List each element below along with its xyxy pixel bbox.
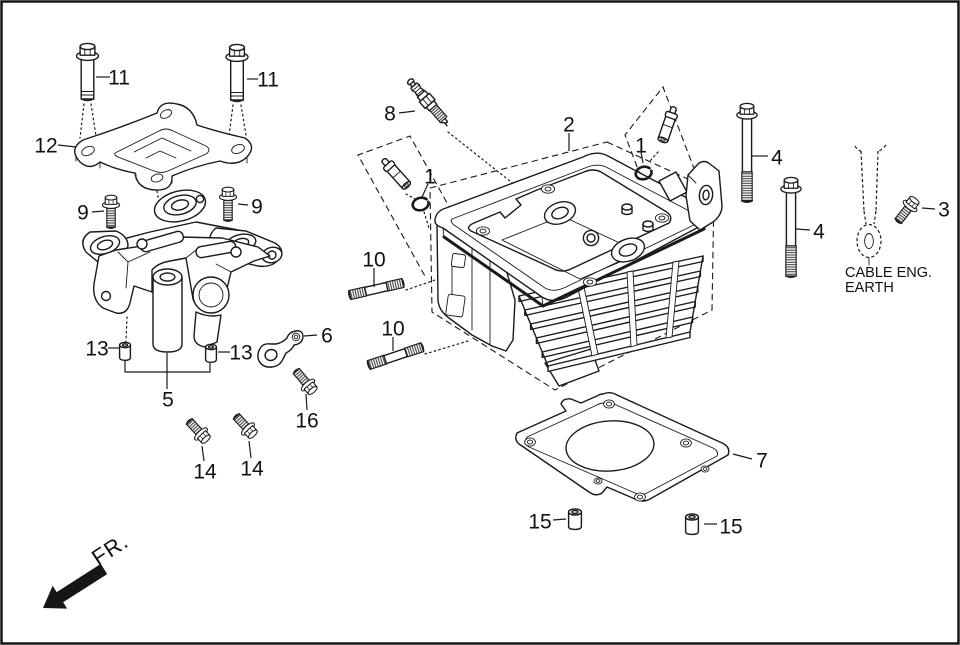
callout-label: 14: [240, 458, 264, 481]
callout-10-upper: 10: [362, 249, 386, 287]
part-1-valve-guide-left: [377, 154, 414, 192]
callout-13-left: 13: [85, 338, 119, 361]
part-13-bushing-right: [204, 343, 218, 363]
callout-13-right: 13: [218, 342, 253, 365]
callout-8: 8: [384, 103, 416, 126]
part-9-bolt-right: [218, 186, 238, 222]
part-11-bolt-right: [225, 43, 249, 103]
callout-1-right: 1: [635, 135, 647, 164]
callout-1-left: 1: [421, 166, 436, 198]
fr-arrow-icon: [43, 563, 108, 609]
part-3-bolt: [894, 192, 923, 225]
callout-11-left: 11: [96, 67, 130, 90]
part-12-head-cover-plate: [74, 102, 253, 191]
part-2-cylinder-head: [434, 152, 723, 387]
callout-label: 5: [162, 389, 174, 412]
callout-3: 3: [921, 199, 950, 222]
callout-label: 1: [635, 135, 647, 158]
fr-label: FR.: [87, 528, 133, 570]
callout-label: 11: [257, 69, 279, 92]
callout-label: 1: [424, 166, 436, 189]
callout-4-upper: 4: [752, 147, 783, 170]
callout-6: 6: [303, 325, 333, 348]
part-14-bolt-left: [185, 418, 215, 448]
callout-label: 11: [108, 67, 130, 90]
callout-5: 5: [124, 353, 211, 412]
fr-direction-indicator: FR.: [43, 528, 133, 609]
callout-label: 3: [938, 199, 950, 222]
callout-14-right: 14: [240, 440, 264, 481]
callout-12: 12: [34, 135, 77, 158]
callout-label: 16: [295, 410, 318, 433]
callout-2: 2: [563, 114, 575, 151]
callout-label: 2: [563, 114, 575, 137]
callout-label: 13: [85, 338, 108, 361]
part-14-bolt-right: [232, 413, 262, 443]
callout-7: 7: [732, 450, 768, 473]
part-11-bolt-left: [75, 42, 100, 102]
part-6-guide-plate: [257, 330, 304, 368]
part-1-valve-guide-right: [655, 104, 681, 145]
part-16-bolt: [292, 367, 321, 399]
part-10-stud-lower: [366, 342, 425, 371]
part-10-stud-upper: [348, 277, 405, 301]
part-4-bolt-upper: [736, 102, 758, 203]
engine-earth-cable: CABLE ENG. EARTH: [845, 144, 932, 296]
callout-label: 8: [384, 103, 396, 126]
callout-9-right: 9: [237, 196, 263, 219]
part-7-head-gasket: [515, 392, 730, 502]
callout-label: 4: [813, 221, 825, 244]
callout-15-left: 15: [528, 511, 567, 534]
callouts: 11 11 12 9 9 13 13 5: [34, 67, 950, 539]
callout-label: 13: [229, 342, 252, 365]
callout-11-right: 11: [247, 69, 279, 92]
part-15-dowel-right: [684, 513, 700, 536]
cable-earth-label-line2: EARTH: [845, 280, 894, 296]
part-13-bushing-left: [118, 341, 132, 361]
callout-label: 14: [193, 461, 217, 484]
callout-14-left: 14: [193, 445, 217, 484]
callout-15-right: 15: [704, 516, 743, 539]
callout-label: 12: [34, 135, 57, 158]
callout-9-left: 9: [77, 202, 105, 225]
callout-label: 15: [528, 511, 551, 534]
part-4-bolt-lower: [780, 176, 802, 278]
callout-4-lower: 4: [795, 221, 825, 244]
callout-16: 16: [295, 393, 319, 433]
callout-label: 15: [719, 516, 742, 539]
callout-label: 10: [362, 249, 385, 272]
callout-label: 6: [321, 325, 333, 348]
callout-label: 9: [251, 196, 263, 219]
callout-label: 9: [77, 202, 89, 225]
part-8-spark-plug: [406, 78, 449, 127]
part-9-bolt-left: [101, 194, 121, 229]
cable-earth-label-line1: CABLE ENG.: [845, 265, 932, 281]
callout-label: 7: [756, 450, 768, 473]
callout-10-lower: 10: [381, 318, 405, 351]
callout-label: 10: [381, 318, 404, 341]
part-5-rocker-arm-holder: [82, 189, 283, 353]
part-15-dowel-left: [567, 508, 583, 531]
callout-label: 4: [771, 147, 783, 170]
